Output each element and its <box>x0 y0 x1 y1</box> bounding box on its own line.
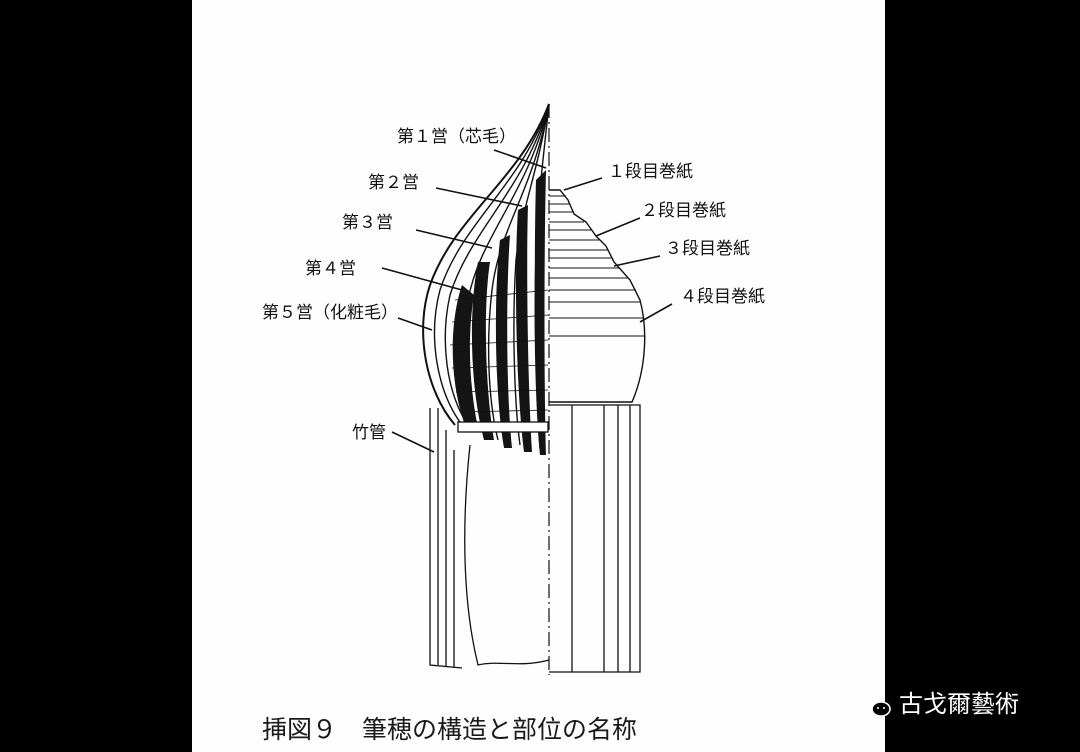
tube-left <box>429 408 463 669</box>
hair-hatching <box>449 289 549 413</box>
hair-layer-5-inner2 <box>444 103 550 426</box>
leader-layer1 <box>493 149 547 169</box>
binding-band <box>457 421 549 433</box>
leader-layer2 <box>435 187 523 207</box>
label-wrap4: ４段目巻紙 <box>680 287 765 307</box>
leader-wrap2 <box>595 217 641 237</box>
label-layer1: 第１営（芯毛） <box>397 127 516 147</box>
hair-layer-3-outline <box>487 103 550 441</box>
leader-wrap3 <box>613 255 661 267</box>
wrap-lines <box>549 195 645 337</box>
dark-band-layer-1 <box>516 205 532 452</box>
leader-layer5 <box>397 317 433 331</box>
bamboo-tube <box>429 404 641 673</box>
hair-layer-5 <box>422 103 550 426</box>
dark-band-layer-2 <box>495 235 512 448</box>
label-wrap2: ２段目巻紙 <box>641 201 726 221</box>
label-wrap3: ３段目巻紙 <box>665 239 750 259</box>
dark-core <box>534 170 546 455</box>
label-layer5: 第５営（化粧毛） <box>262 303 398 323</box>
dark-band-layer-3 <box>471 262 494 440</box>
leader-tube <box>391 431 435 453</box>
paper-wraps <box>549 189 646 403</box>
label-tube: 竹管 <box>352 423 386 443</box>
tube-right <box>549 404 641 673</box>
label-wrap1: １段目巻紙 <box>608 162 693 182</box>
label-layer4: 第４営 <box>305 259 356 279</box>
leader-layer4 <box>381 267 463 291</box>
hair-layer-5-inner <box>433 103 550 426</box>
watermark-text: 古戈爾藝術 <box>899 690 1019 718</box>
label-layer2: 第２営 <box>368 173 419 193</box>
watermark: 古戈爾藝術 <box>858 690 1019 718</box>
leader-wrap1 <box>563 177 603 191</box>
leader-layer3 <box>415 229 493 249</box>
figure-caption: 挿図９ 筆穂の構造と部位の名称 <box>262 715 637 744</box>
wrap-outline <box>549 189 646 403</box>
label-layer3: 第３営 <box>342 213 393 233</box>
leader-wrap4 <box>639 303 673 323</box>
tube-cutaway <box>464 444 550 666</box>
leader-lines <box>381 149 673 453</box>
wechat-icon <box>858 692 891 717</box>
